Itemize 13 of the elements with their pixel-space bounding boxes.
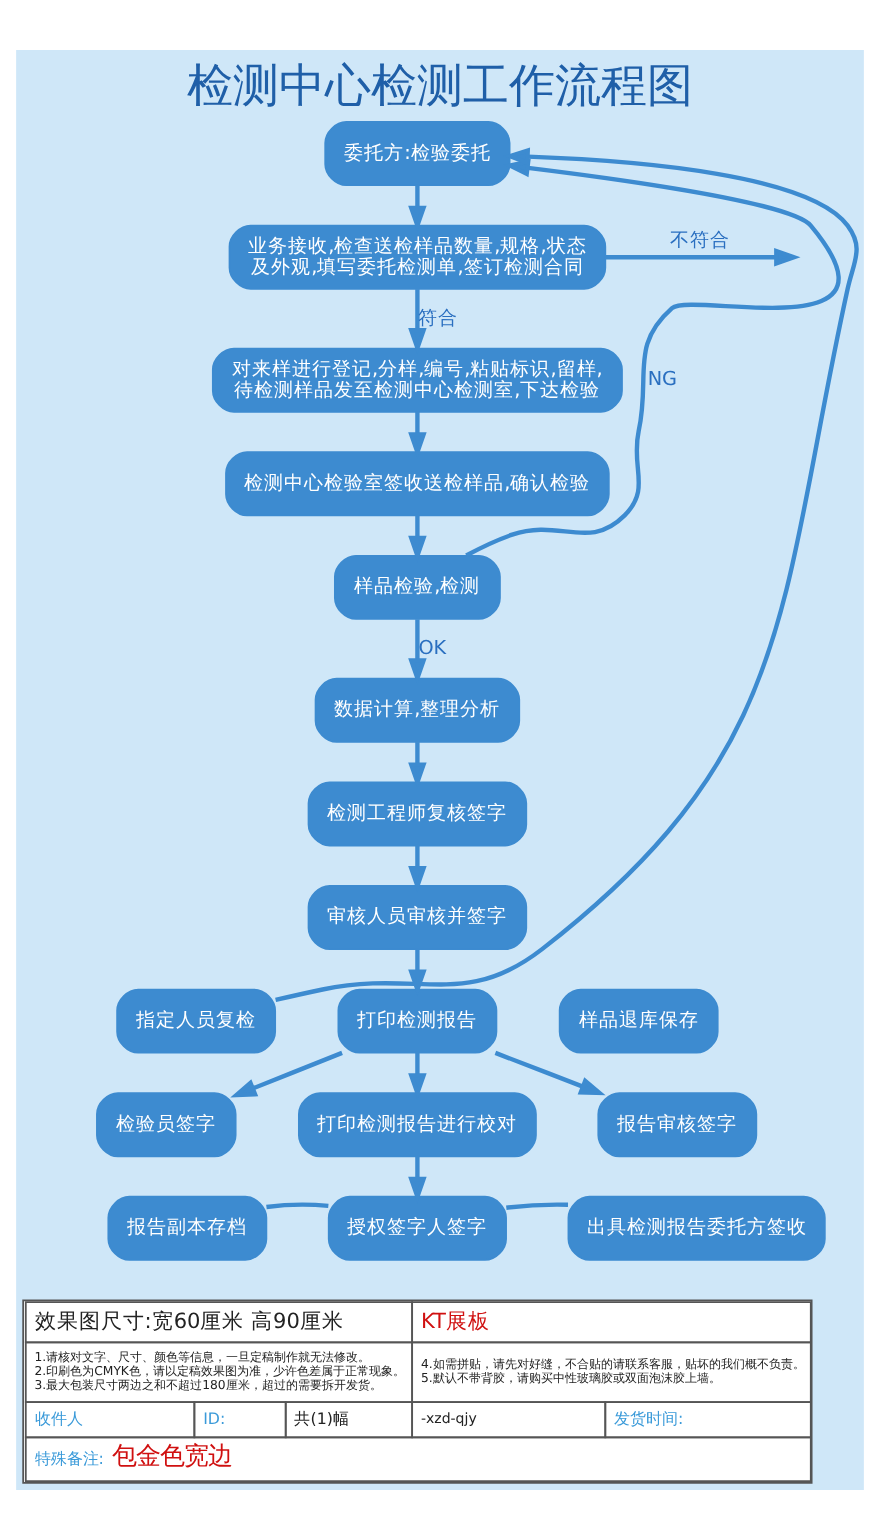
label: 效果图尺寸:宽60厘米 高90厘米 <box>34 1308 344 1333</box>
edge-label: OK <box>418 636 447 659</box>
label: ID: <box>203 1408 226 1427</box>
edge-label: 不符合 <box>669 229 730 252</box>
label: -xzd-qjy <box>420 1408 477 1427</box>
label: 共(1)幅 <box>294 1408 349 1427</box>
label: 包金色宽边 <box>111 1441 232 1470</box>
label: 特殊备注: <box>34 1449 104 1468</box>
label: KT展板 <box>420 1308 490 1333</box>
label: 发货时间: <box>614 1408 684 1427</box>
diagram-title: 检测中心检测工作流程图 <box>187 59 694 112</box>
edge-label: NG <box>647 368 678 391</box>
label: 收件人 <box>34 1408 83 1427</box>
